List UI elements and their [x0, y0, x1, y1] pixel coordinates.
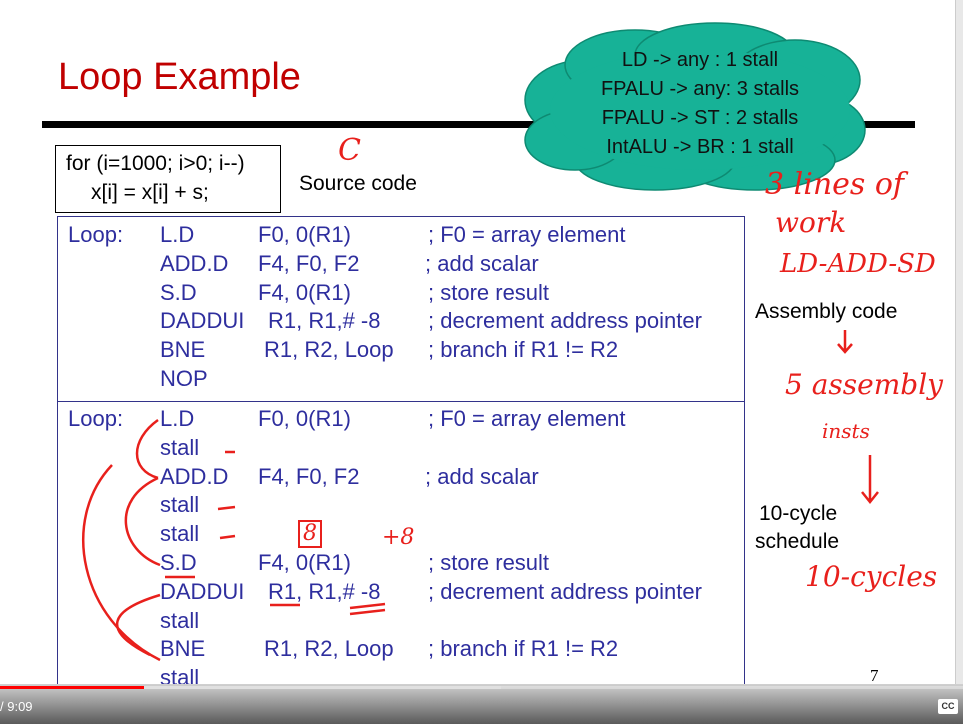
code-comment: ; decrement address pointer	[428, 578, 702, 604]
progress-buffered	[0, 686, 501, 689]
assembly-code-label: Assembly code	[755, 300, 898, 323]
code-op: BNE	[160, 337, 206, 363]
code-args: F4, F0, F2	[258, 463, 360, 489]
code-comment: ; store result	[428, 279, 550, 305]
code-label: Loop:	[68, 222, 124, 247]
annotation-eight: 8	[298, 520, 322, 548]
code-op: L.D	[160, 406, 195, 431]
progress-played[interactable]	[0, 686, 145, 689]
slide-title: Loop Example	[58, 56, 301, 98]
code-op: DADDUI	[160, 578, 245, 604]
annotation-work: work	[775, 206, 847, 239]
code-op: stall	[160, 607, 200, 633]
code-args: F4, 0(R1)	[258, 279, 351, 305]
code-divider	[57, 401, 745, 402]
code-comment: ; branch if R1 != R2	[428, 636, 619, 662]
code-args: R1, R2, Loop	[264, 337, 394, 363]
rule-line: FPALU -> ST : 2 stalls	[601, 107, 799, 129]
code-comment: ; branch if R1 != R2	[428, 337, 619, 363]
code-comment: ; store result	[428, 550, 550, 575]
rule-line: FPALU -> any: 3 stalls	[600, 78, 800, 100]
code-comment: ; F0 = array element	[428, 222, 626, 247]
code-op: S.D	[160, 279, 197, 305]
annotation-five: 5 assembly	[785, 368, 943, 401]
annotation-lines: 3 lines of	[765, 167, 904, 202]
title-rule	[42, 121, 915, 128]
rule-line: IntALU -> BR : 1 stall	[606, 136, 794, 158]
code-args: F0, 0(R1)	[258, 222, 351, 247]
code-args: R1, R1,# -8	[268, 578, 381, 604]
annotation-insts: insts	[822, 419, 870, 443]
annotation-c: C	[338, 133, 361, 168]
code-op: L.D	[160, 222, 195, 247]
code-args: R1, R1,# -8	[268, 308, 381, 334]
code-comment: ; add scalar	[425, 250, 539, 276]
annotation-cycles: 10-cycles	[805, 560, 938, 593]
time-display: / 9:09	[0, 699, 33, 714]
schedule-label: schedule	[755, 530, 840, 553]
code-op: ADD.D	[160, 463, 229, 489]
code-label: Loop:	[68, 406, 124, 431]
source-line: for (i=1000; i>0; i--)	[66, 152, 245, 175]
annotation-plus8: +8	[382, 525, 415, 550]
code-op: stall	[160, 434, 200, 460]
rule-line: LD -> any : 1 stall	[621, 49, 779, 71]
code-comment: ; decrement address pointer	[428, 308, 702, 334]
video-controls	[0, 684, 963, 724]
page-number: 7	[870, 666, 879, 685]
code-args: R1, R2, Loop	[264, 636, 394, 662]
code-op: BNE	[160, 636, 206, 662]
source-code-label: Source code	[299, 172, 417, 195]
code-args: F4, 0(R1)	[258, 550, 351, 575]
code-op: stall	[160, 521, 200, 547]
code-op: stall	[160, 492, 200, 518]
code-op: ADD.D	[160, 250, 229, 276]
slide-edge	[955, 0, 963, 724]
code-op: NOP	[160, 366, 208, 391]
code-comment: ; F0 = array element	[428, 406, 626, 431]
code-op: DADDUI	[160, 308, 245, 334]
code-op: S.D	[160, 550, 197, 575]
schedule-label: 10-cycle	[759, 502, 838, 525]
annotation-ld-add-sd: LD-ADD-SD	[780, 249, 936, 279]
code-comment: ; add scalar	[425, 463, 539, 489]
captions-button[interactable]: CC	[938, 699, 958, 714]
stall-rules: LD -> any : 1 stall FPALU -> any: 3 stal…	[560, 46, 840, 162]
source-line: x[i] = x[i] + s;	[91, 181, 209, 204]
code-args: F4, F0, F2	[258, 250, 360, 276]
code-args: F0, 0(R1)	[258, 406, 351, 431]
source-code-box: for (i=1000; i>0; i--) x[i] = x[i] + s;	[55, 145, 281, 213]
cloud-shape	[524, 22, 866, 191]
